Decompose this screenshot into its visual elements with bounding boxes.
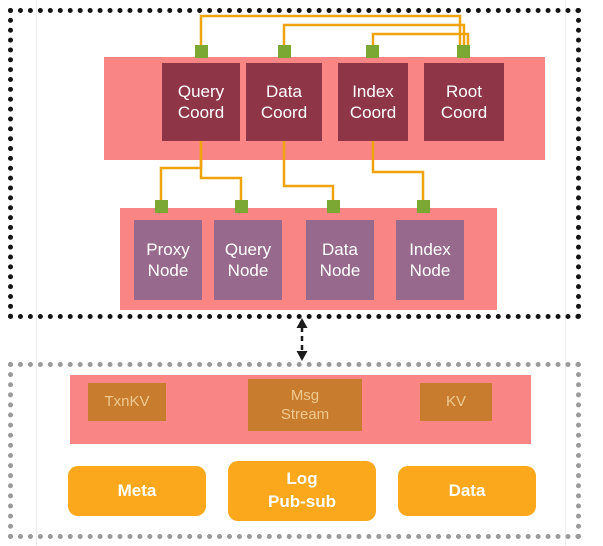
connector-square [327,200,340,213]
root-coord-box: Root Coord [424,63,504,141]
storage-layer-group [8,362,581,539]
index-node-box: Index Node [396,220,464,300]
background-guide-line [565,0,566,546]
log-pubsub-store-box: Log Pub-sub [228,461,376,521]
connector-square [235,200,248,213]
proxy-node-label: Proxy Node [146,239,190,280]
proxy-node-box: Proxy Node [134,220,202,300]
index-node-label: Index Node [409,239,451,280]
background-guide-line [36,0,37,546]
data-store-label: Data [448,480,486,500]
connector-square [417,200,430,213]
connector-square [366,45,379,58]
bidirectional-arrow [296,318,308,361]
kv-service-box: KV [420,383,492,421]
connector-square [457,45,470,58]
meta-store-label: Meta [117,480,157,500]
data-node-box: Data Node [306,220,374,300]
query-coord-box: Query Coord [162,63,240,141]
query-node-box: Query Node [214,220,282,300]
kv-label: KV [445,393,466,411]
index-coord-box: Index Coord [338,63,408,141]
log-pubsub-store-label: Log Pub-sub [268,469,336,511]
txnkv-service-box: TxnKV [88,383,166,421]
data-store-box: Data [398,466,536,516]
connector-square [278,45,291,58]
root-coord-label: Root Coord [440,81,488,122]
msg-stream-service-box: Msg Stream [248,379,362,431]
txnkv-label: TxnKV [104,393,150,411]
query-node-label: Query Node [224,239,272,280]
compute-layer-group [8,8,581,319]
data-node-label: Data Node [319,239,361,280]
index-coord-label: Index Coord [349,81,397,122]
msg-stream-label: Msg Stream [280,386,330,424]
connector-square [195,45,208,58]
data-coord-box: Data Coord [246,63,322,141]
data-coord-label: Data Coord [260,81,308,122]
connector-square [155,200,168,213]
query-coord-label: Query Coord [177,81,225,122]
meta-store-box: Meta [68,466,206,516]
